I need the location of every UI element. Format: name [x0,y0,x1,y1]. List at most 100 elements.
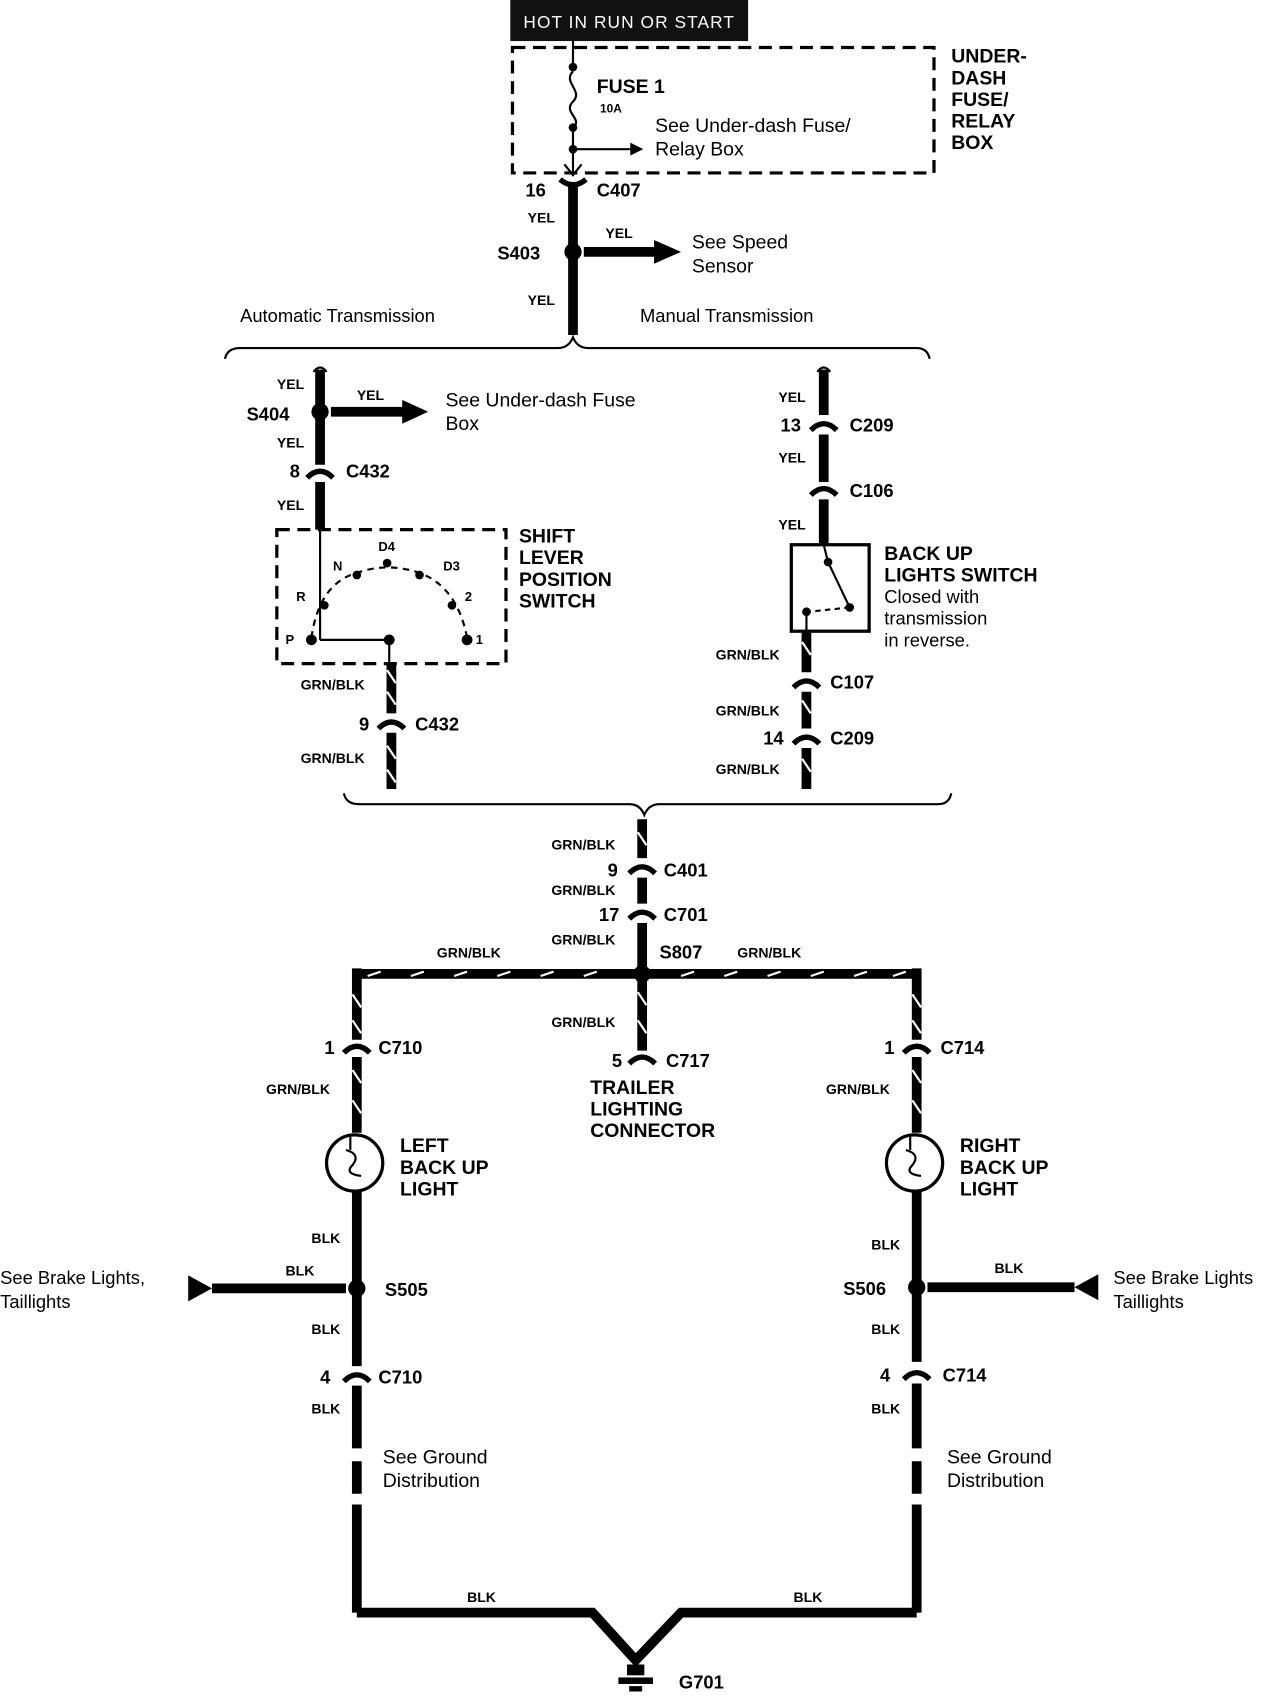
c401-pin: 9 [608,860,618,881]
right-brake-ref-1: See Brake Lights [1113,1267,1253,1288]
c710-top-pin: 1 [324,1037,334,1058]
shift-switch-title-3: POSITION [519,569,612,591]
trailer-title-2: LIGHTING [590,1098,683,1120]
speed-ref-1: See Speed [692,232,788,254]
shift-switch-title-1: SHIFT [519,526,575,548]
fuse-rating: 10A [600,101,622,115]
wire-yel-2: YEL [605,225,633,241]
connector-c710-bot-icon [341,1372,372,1384]
left-wire-blk-3: BLK [311,1321,341,1337]
left-wire-blk-1: BLK [311,1230,341,1246]
c209-bot-label: C209 [830,728,874,749]
c714-top-pin: 1 [884,1037,894,1058]
wire-yel-1: YEL [528,210,556,226]
trailer-title-3: CONNECTOR [590,1120,715,1142]
left-light-title-1: LEFT [400,1135,449,1157]
right-light-title-3: LIGHT [960,1178,1018,1200]
c714-bot-pin: 4 [880,1364,891,1385]
connector-c106-icon [808,485,839,498]
power-source-label: HOT IN RUN OR START [523,12,735,32]
s807-label: S807 [659,942,702,963]
c701-pin: 17 [599,904,619,925]
man-wire-grnblk-1: GRN/BLK [716,646,781,662]
fuse-box-title-3: FUSE/ [951,89,1009,111]
mid-wire-grnblk-2: GRN/BLK [551,882,616,898]
connector-c432-bot-icon [376,719,407,731]
s506-label: S506 [843,1278,886,1299]
man-wire-yel-3: YEL [778,517,806,533]
under-dash-fuse-box [510,45,936,175]
connector-c714-top-icon [901,1043,932,1055]
mid-wire-grnblk-1: GRN/BLK [551,837,616,853]
pos-p: P [285,632,294,647]
auto-trans-label: Automatic Transmission [240,305,435,326]
man-wire-yel-2: YEL [778,450,806,466]
ground-wire-blk-left: BLK [467,1589,497,1605]
fuse-box-title-2: DASH [951,67,1006,89]
s505-label: S505 [385,1279,428,1300]
shift-switch-title-4: SWITCH [519,590,596,612]
connector-c407-icon [558,177,588,188]
c107-label: C107 [830,671,874,692]
bus-wire-grnblk-left: GRN/BLK [437,945,502,961]
trailer-title-1: TRAILER [590,1077,674,1099]
s403-label: S403 [497,242,540,263]
right-brake-arrow-icon [1074,1274,1099,1301]
left-brake-arrow-icon [188,1275,212,1302]
man-wire-grnblk-2: GRN/BLK [716,703,781,719]
right-brake-ref-2: Taillights [1113,1291,1183,1312]
backup-lights-switch-box [789,543,871,633]
ground-g701-icon [618,1664,653,1692]
fuse-box-title-1: UNDER- [951,46,1027,68]
bus-wire-grnblk-right: GRN/BLK [737,945,802,961]
option-brace-top [223,334,931,360]
fuse-ref-2: Relay Box [655,139,744,161]
right-ground-ref-2: Distribution [947,1470,1044,1492]
c407-pin: 16 [525,180,545,201]
right-light-title-2: BACK UP [960,1157,1049,1179]
left-ground-ref-1: See Ground [383,1446,488,1468]
right-light-title-1: RIGHT [960,1135,1021,1157]
c432-bot-label: C432 [415,714,459,735]
c717-pin: 5 [612,1050,622,1071]
c407-label: C407 [597,180,641,201]
fuse-ref-1: See Under-dash Fuse/ [655,115,851,137]
man-wire-grnblk-3: GRN/BLK [716,761,781,777]
connector-c717-icon [627,1054,658,1066]
c701-label: C701 [664,904,708,925]
connector-c209-bot-icon [791,734,822,746]
manual-trans-label: Manual Transmission [640,305,813,326]
auto-wire-yel-3: YEL [277,434,305,450]
fuse-icon [568,70,578,129]
c209-top-label: C209 [850,414,894,435]
fuse-box-title-4: RELAY [951,111,1015,133]
wire-yel-3: YEL [528,292,556,308]
connector-c714-bot-icon [901,1369,932,1382]
right-wire-blk-4: BLK [871,1401,901,1417]
pos-n: N [333,559,342,574]
ground-bus [356,1607,917,1668]
connector-c432-top-icon [305,468,335,480]
left-ground-ref-2: Distribution [383,1470,480,1492]
right-wire-grnblk: GRN/BLK [826,1081,891,1097]
c106-label: C106 [850,480,894,501]
backup-switch-desc-3: in reverse. [884,629,970,650]
c714-bot-label: C714 [943,1364,988,1385]
auto-fuse-ref-2: Box [445,413,479,435]
right-wire-blk-2: BLK [995,1260,1025,1276]
connector-c401-icon [627,864,658,876]
left-light-title-3: LIGHT [400,1178,458,1200]
fuse-ref-arrow-icon [630,142,644,156]
option-brace-bottom [342,793,953,818]
ground-wire-blk-right: BLK [793,1589,823,1605]
c432-bot-pin: 9 [359,714,369,735]
c710-bot-label: C710 [378,1366,422,1387]
c209-bot-pin: 14 [763,728,784,749]
left-light-title-2: BACK UP [400,1157,489,1179]
left-wire-blk-2: BLK [285,1262,315,1278]
pos-1: 1 [476,632,483,647]
fuse-box-arrow-icon [402,399,429,424]
pos-d3: D3 [443,559,460,574]
auto-fuse-ref-1: See Under-dash Fuse [445,389,635,411]
splice-s404 [311,403,329,421]
